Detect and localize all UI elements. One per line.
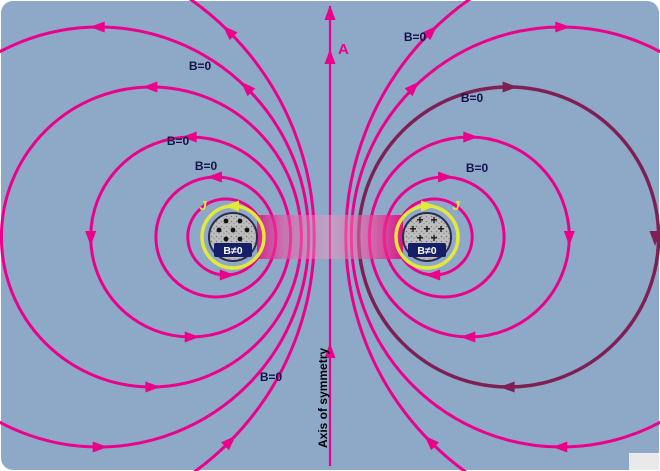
current-dot <box>216 227 222 233</box>
field-arrowhead <box>438 171 454 183</box>
current-dot <box>237 218 243 224</box>
field-arrowhead <box>324 343 336 358</box>
left-current-ring <box>200 204 266 270</box>
field-arrowhead <box>85 231 97 246</box>
field-arrows-group <box>85 5 660 453</box>
field-arrowhead <box>460 331 476 343</box>
right-conductor: + + + + + + + B≠0 <box>394 204 460 270</box>
left-b-nonzero-label: B≠0 <box>223 245 242 257</box>
current-cross: + <box>437 222 444 236</box>
field-arrowhead <box>184 331 200 343</box>
field-arrowhead <box>324 5 336 20</box>
field-arrowhead <box>499 381 515 393</box>
b-zero-label: B=0 <box>404 30 427 44</box>
field-arrowhead <box>404 81 420 97</box>
field-arrowhead <box>145 381 161 393</box>
field-arrowhead <box>206 171 222 183</box>
field-arrowhead <box>424 435 439 451</box>
axis-of-symmetry-label: Axis of symmetry <box>316 348 330 448</box>
field-arrowhead <box>89 21 105 33</box>
right-current-density-label: J <box>452 198 460 213</box>
corner-artifact <box>629 453 659 470</box>
labels-group: A Axis of symmetry B=0 B=0 B=0 B=0 B=0 B… <box>167 30 489 448</box>
field-arrowhead <box>222 25 238 41</box>
b-zero-label: B=0 <box>167 134 190 148</box>
current-into-page-crosses: + + + + + + + <box>409 213 444 245</box>
b-zero-label: B=0 <box>466 161 489 175</box>
current-dot <box>223 218 229 224</box>
field-arrowhead <box>563 231 575 246</box>
current-dot <box>237 236 243 242</box>
current-dot <box>230 227 236 233</box>
vector-potential-label: A <box>338 41 349 58</box>
current-cross: + <box>409 222 416 236</box>
left-current-density-label: J <box>199 198 207 213</box>
field-arrowhead <box>221 435 236 451</box>
field-arrowhead <box>555 21 571 33</box>
b-zero-label: B=0 <box>195 159 218 173</box>
field-arrowhead <box>142 81 158 93</box>
field-arrowhead <box>649 231 660 246</box>
current-dot <box>244 227 250 233</box>
flux-band <box>257 215 403 259</box>
b-zero-label: B=0 <box>260 370 283 384</box>
current-out-of-page-dots <box>216 218 250 242</box>
field-arrowhead <box>502 81 518 93</box>
left-b-nonzero-badge <box>214 243 252 257</box>
right-b-nonzero-badge <box>408 243 446 257</box>
current-cross: + <box>430 231 437 245</box>
field-arrowhead <box>219 269 235 281</box>
field-arrowhead <box>422 25 438 41</box>
field-arrowhead <box>324 49 336 64</box>
field-arrowhead <box>425 269 441 281</box>
current-cross: + <box>416 231 423 245</box>
field-arrowhead <box>463 131 479 143</box>
b-zero-label: B=0 <box>461 91 484 105</box>
field-arrowhead <box>240 81 256 97</box>
field-arrowhead <box>552 441 568 453</box>
field-arrowhead <box>181 131 197 143</box>
right-b-nonzero-label: B≠0 <box>417 245 436 257</box>
current-dot <box>223 236 229 242</box>
b-zero-label: B=0 <box>189 59 212 73</box>
right-current-ring <box>394 204 460 270</box>
left-conductor: B≠0 <box>200 204 266 270</box>
current-cross: + <box>430 213 437 227</box>
current-cross: + <box>423 222 430 236</box>
current-cross: + <box>416 213 423 227</box>
field-arrowhead <box>92 441 108 453</box>
